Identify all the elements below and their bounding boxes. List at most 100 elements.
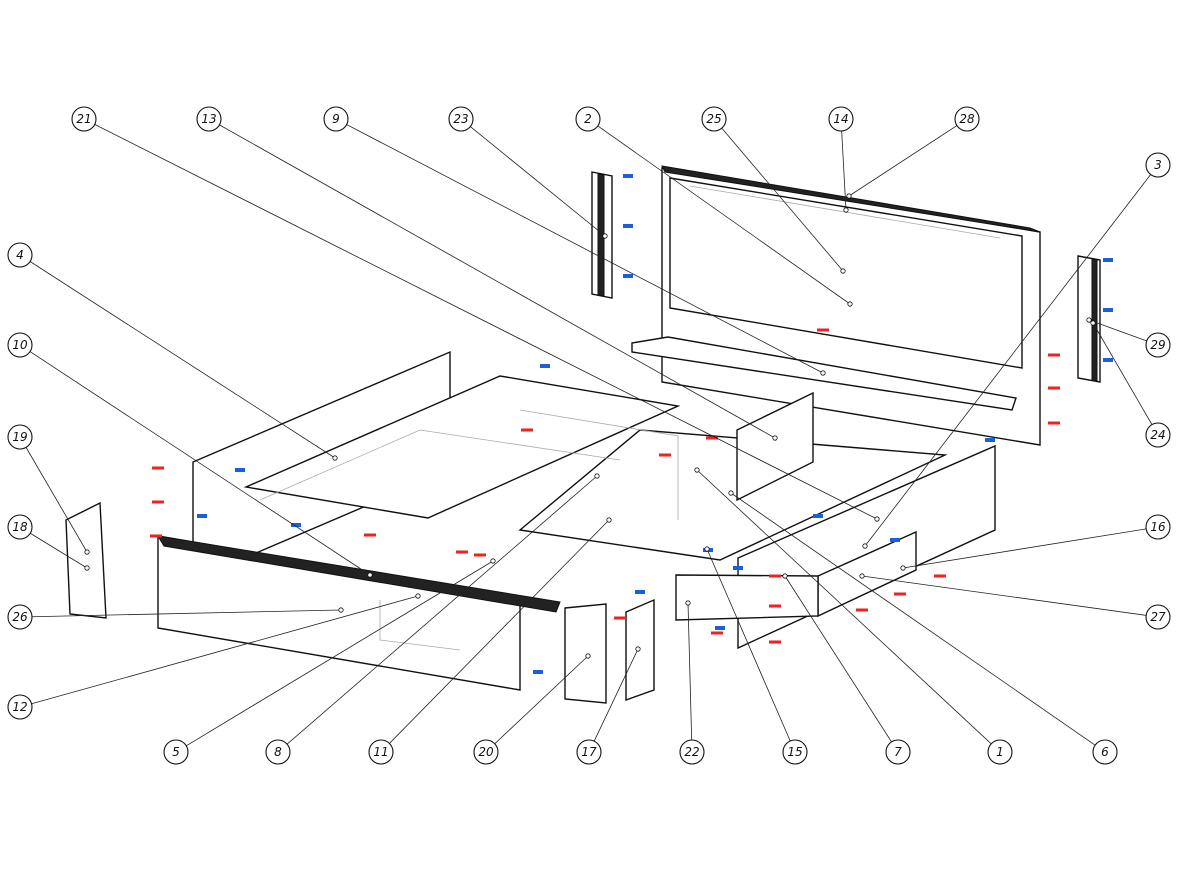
balloon-circle <box>163 739 189 765</box>
balloon-circle <box>885 739 911 765</box>
part-balloon-29[interactable]: 29 <box>1145 332 1171 358</box>
fastener-marker <box>533 670 543 674</box>
leader-line-13 <box>219 124 776 439</box>
part-balloon-27[interactable]: 27 <box>1145 604 1171 630</box>
balloon-label: 26 <box>12 610 28 624</box>
leader-line-22 <box>687 602 693 741</box>
leader-target-7 <box>782 573 788 579</box>
leader-line-5 <box>186 560 494 747</box>
dowel-marker <box>152 466 164 470</box>
leader-line-24 <box>1092 322 1153 425</box>
balloon-label: 19 <box>12 430 27 444</box>
part-balloon-4[interactable]: 4 <box>7 242 33 268</box>
balloon-label: 16 <box>1150 520 1166 534</box>
balloon-label: 22 <box>684 745 699 759</box>
part-balloon-15[interactable]: 15 <box>782 739 808 765</box>
fastener-marker <box>235 468 245 472</box>
balloon-circle <box>576 739 602 765</box>
part-balloon-2[interactable]: 2 <box>575 106 601 132</box>
fastener-marker <box>985 438 995 442</box>
part-balloon-10[interactable]: 10 <box>7 332 33 358</box>
balloon-circle <box>265 739 291 765</box>
hardware-markers <box>150 174 1113 674</box>
dowel-marker <box>1048 386 1060 390</box>
leader-target-13 <box>772 435 778 441</box>
dowel-marker <box>706 436 718 440</box>
leg-panel-20 <box>564 603 607 704</box>
part-balloon-14[interactable]: 14 <box>828 106 854 132</box>
part-balloon-17[interactable]: 17 <box>576 739 602 765</box>
part-balloon-12[interactable]: 12 <box>7 694 33 720</box>
part-balloon-9[interactable]: 9 <box>323 106 349 132</box>
part-balloon-23[interactable]: 23 <box>448 106 474 132</box>
dowel-marker <box>1048 421 1060 425</box>
leader-line-27 <box>861 575 1147 616</box>
balloon-circle <box>954 106 980 132</box>
part-balloon-8[interactable]: 8 <box>265 739 291 765</box>
dowel-marker <box>456 550 468 554</box>
fastener-marker <box>635 590 645 594</box>
balloon-circle <box>7 424 33 450</box>
leader-line-12 <box>31 595 419 705</box>
fastener-marker <box>540 364 550 368</box>
balloon-circle <box>7 604 33 630</box>
fastener-marker <box>197 514 207 518</box>
balloon-label: 10 <box>12 338 28 352</box>
dowel-marker <box>474 553 486 557</box>
part-balloon-13[interactable]: 13 <box>196 106 222 132</box>
part-balloon-1[interactable]: 1 <box>987 739 1013 765</box>
dowel-marker <box>769 640 781 644</box>
part-balloon-25[interactable]: 25 <box>701 106 727 132</box>
leader-line-16 <box>902 528 1147 569</box>
balloon-label: 15 <box>787 745 802 759</box>
dowel-marker <box>150 534 162 538</box>
balloon-label: 13 <box>201 112 216 126</box>
furniture-parts <box>65 165 1101 704</box>
balloon-circle <box>7 514 33 540</box>
part-balloon-28[interactable]: 28 <box>954 106 980 132</box>
part-balloon-7[interactable]: 7 <box>885 739 911 765</box>
leader-target-18 <box>84 565 90 571</box>
part-balloon-19[interactable]: 19 <box>7 424 33 450</box>
balloon-circle <box>7 694 33 720</box>
leader-target-9 <box>820 370 826 376</box>
leader-line-4 <box>29 261 336 459</box>
part-balloon-6[interactable]: 6 <box>1092 739 1118 765</box>
part-balloon-11[interactable]: 11 <box>368 739 394 765</box>
part-balloon-24[interactable]: 24 <box>1145 422 1171 448</box>
part-balloon-26[interactable]: 26 <box>7 604 33 630</box>
headboard-top-edge <box>661 165 1041 233</box>
part-balloon-16[interactable]: 16 <box>1145 514 1171 540</box>
leader-target-6 <box>728 490 734 496</box>
part-balloon-5[interactable]: 5 <box>163 739 189 765</box>
balloon-circle <box>575 106 601 132</box>
leader-target-5 <box>490 558 496 564</box>
balloon-circle <box>1145 152 1171 178</box>
balloon-circle <box>7 332 33 358</box>
leader-target-15 <box>704 546 710 552</box>
balloon-label: 17 <box>581 745 597 759</box>
part-balloon-22[interactable]: 22 <box>679 739 705 765</box>
leader-target-27 <box>859 573 865 579</box>
leader-line-28 <box>848 125 958 197</box>
post-3-edge <box>1091 258 1098 382</box>
leader-line-18 <box>30 532 88 569</box>
dowel-marker <box>934 574 946 578</box>
part-balloon-20[interactable]: 20 <box>473 739 499 765</box>
leader-line-23 <box>470 126 606 237</box>
leader-line-14 <box>841 130 847 211</box>
balloon-label: 20 <box>478 745 494 759</box>
leader-target-1 <box>694 467 700 473</box>
part-balloon-18[interactable]: 18 <box>7 514 33 540</box>
dowel-marker <box>711 631 723 635</box>
balloon-circle <box>1145 604 1171 630</box>
leader-line-29 <box>1088 319 1147 342</box>
part-balloon-3[interactable]: 3 <box>1145 152 1171 178</box>
balloon-label: 3 <box>1154 158 1162 172</box>
leader-target-10 <box>367 572 373 578</box>
leader-target-25 <box>840 268 846 274</box>
fastener-marker <box>890 538 900 542</box>
leader-line-17 <box>593 648 639 742</box>
balloon-circle <box>71 106 97 132</box>
part-balloon-21[interactable]: 21 <box>71 106 97 132</box>
